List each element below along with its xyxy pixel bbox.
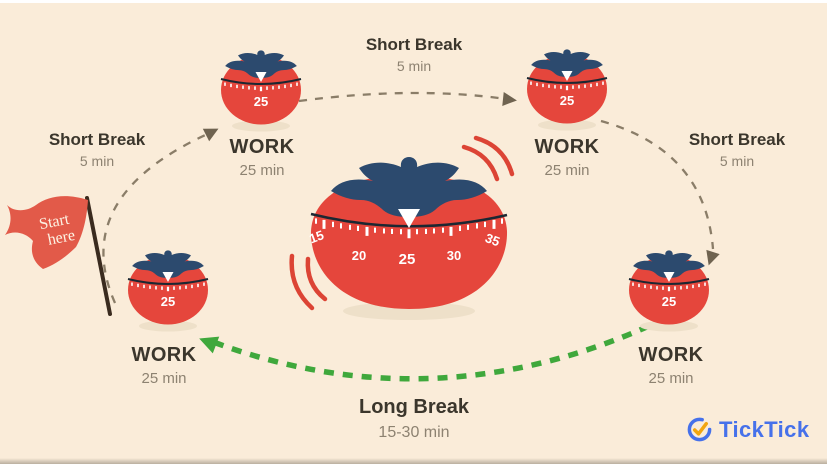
- break-duration: 5 min: [396, 58, 432, 74]
- short-break-top-label: Short Break 5 min: [366, 35, 462, 74]
- work-label-top-right: WORK 25 min: [535, 136, 600, 179]
- top-edge-strip: [0, 0, 827, 3]
- arrowhead-to-bottom-right: [706, 249, 720, 266]
- ticktick-check-circle-icon: [687, 417, 712, 442]
- center-pomodoro-timer: 15 20 25 30 35: [307, 157, 508, 320]
- shake-marks: [289, 135, 515, 311]
- long-break-duration: 15-30 min: [378, 424, 450, 441]
- work-duration: 25 min: [648, 370, 694, 387]
- arrowhead-to-top-right: [502, 92, 517, 106]
- start-here-text: Start here: [38, 210, 78, 250]
- flag-pole: [85, 196, 112, 316]
- dial-number-35: 35: [483, 230, 502, 249]
- work-title: WORK: [534, 136, 600, 158]
- work-title: WORK: [229, 136, 295, 158]
- work-label-bottom-right: WORK 25 min: [639, 344, 704, 387]
- dial-number-30: 30: [447, 248, 461, 263]
- work-title: WORK: [131, 344, 197, 366]
- work-timer-bottom-left: [128, 250, 208, 331]
- long-break-arc: [207, 323, 651, 382]
- short-break-left-label: Short Break 5 min: [49, 130, 145, 169]
- work-timer-bottom-right: [629, 250, 709, 331]
- work-duration: 25 min: [544, 162, 590, 179]
- break-duration: 5 min: [719, 153, 755, 169]
- work-timer-top-left: [221, 50, 301, 131]
- break-title: Short Break: [48, 130, 146, 149]
- work-timer-top-right: [527, 49, 607, 130]
- long-break-label: Long Break 15-30 min: [359, 396, 469, 442]
- arrowhead-long-break: [199, 336, 220, 354]
- start-flag: [5, 196, 88, 269]
- dial-number-15: 15: [307, 227, 326, 246]
- arrowhead-to-top-left: [202, 128, 219, 142]
- ticktick-logo: TickTick: [686, 416, 809, 443]
- bottom-edge-strip: [0, 458, 827, 464]
- work-duration: 25 min: [141, 370, 187, 387]
- work-duration: 25 min: [239, 162, 285, 179]
- short-break-right-label: Short Break 5 min: [689, 130, 785, 169]
- break-title: Short Break: [688, 130, 786, 149]
- work-label-top-left: WORK 25 min: [230, 136, 295, 179]
- dial-number-20: 20: [352, 248, 366, 263]
- cycle-arc-top: [298, 91, 507, 103]
- cycle-arc-left: [102, 130, 213, 304]
- dial-number-25: 25: [399, 251, 416, 268]
- brand-name: TickTick: [719, 416, 810, 442]
- break-duration: 5 min: [79, 153, 115, 169]
- long-break-title: Long Break: [358, 396, 470, 418]
- break-title: Short Break: [365, 35, 463, 54]
- work-title: WORK: [638, 344, 704, 366]
- work-label-bottom-left: WORK 25 min: [132, 344, 197, 387]
- cycle-arc-right: [600, 119, 715, 250]
